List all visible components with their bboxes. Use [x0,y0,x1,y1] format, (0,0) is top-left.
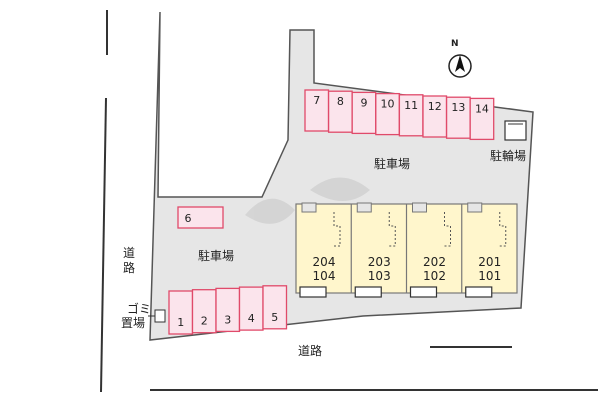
unit-entrance [356,202,372,213]
parking-label-east: 駐車場 [374,157,411,171]
parking-stall-number: 12 [428,100,442,113]
road-line-west-outer [100,97,107,393]
garbage-label-line1: ゴミ [127,302,152,316]
bicycle-parking-box-icon [504,120,527,141]
unit-lower-number: 104 [312,269,336,283]
parking-stall-number: 11 [404,99,418,112]
parking-stall-5 [262,285,288,330]
parking-stall-number: 10 [381,98,395,111]
north-arrow-icon [448,54,472,78]
unit-stair [442,212,451,247]
unit-entrance [301,202,317,213]
unit-lower-number: 102 [423,269,446,283]
unit-balcony [354,286,382,298]
unit-upper-number: 202 [423,255,446,269]
north-arrow-needle [455,55,465,72]
parking-stall-14 [469,97,495,141]
garbage-station-box [154,309,166,323]
unit-entrance [467,202,483,213]
unit-lower-number: 103 [367,269,391,283]
parking-stall-number: 9 [360,96,367,109]
parking-stall-number: 3 [224,313,231,326]
building-units [299,202,507,298]
parking-row-north: 7 8 9 10 11 12 13 14 [304,89,495,141]
unit-stair [387,212,396,247]
unit-lower-number: 101 [478,269,502,283]
bicycle-parking-box [504,120,527,141]
road-label-west: 道路 [122,246,135,275]
watermark-swoosh-2 [310,177,370,201]
unit-balcony [409,286,438,298]
north-arrow-label: N [451,39,459,49]
apartment-building [295,202,518,298]
road-label-south: 道路 [298,344,323,358]
parking-row-single: 6 [177,206,224,229]
parking-stall-number: 13 [451,101,465,114]
parking-stall-number: 4 [248,312,255,325]
unit-upper-number: 204 [312,255,336,269]
parking-stall-number: 6 [185,212,192,225]
garbage-label-line2: 置場 [121,316,146,330]
parking-stall-number: 8 [337,95,344,108]
unit-upper-number: 201 [478,255,502,269]
parking-label-west: 駐車場 [198,249,235,263]
parking-stall-6 [177,206,224,229]
bicycle-parking-label: 駐輪場 [490,149,527,163]
parking-stall-number: 5 [271,311,278,324]
road-lines [100,10,598,393]
watermark-swoosh-1 [245,198,295,224]
parking-stall-number: 2 [201,315,208,328]
garbage-station-icon [148,309,166,323]
parking-row-south: 1 2 3 4 5 [168,285,288,335]
unit-balcony [299,286,327,298]
unit-entrance [412,202,427,213]
parking-stall-number: 14 [475,102,489,115]
unit-stair [332,212,341,247]
watermark [245,177,370,224]
parking-stall-number: 1 [177,316,184,329]
unit-balcony [465,286,493,298]
unit-upper-number: 203 [367,255,391,269]
parking-stall-number: 7 [313,94,320,107]
unit-stair [497,212,507,247]
